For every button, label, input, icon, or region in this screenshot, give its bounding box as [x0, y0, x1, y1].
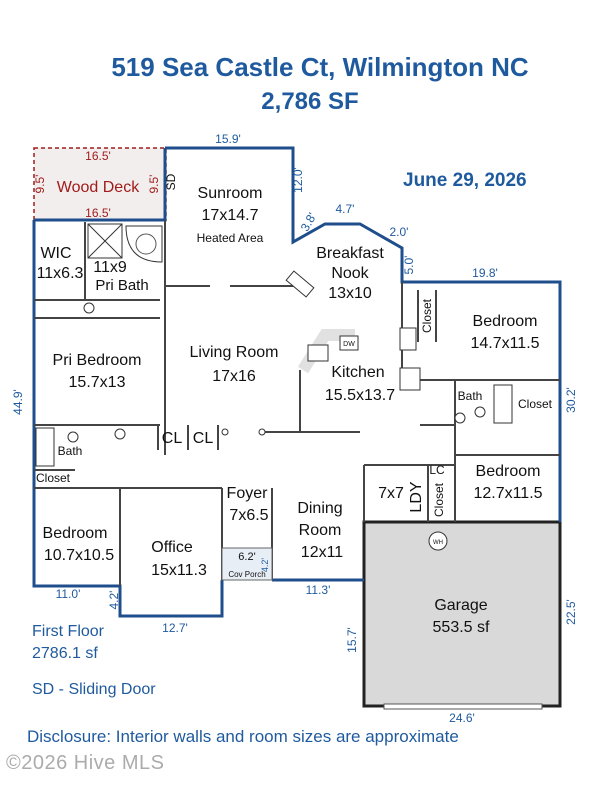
wood-deck-label: Wood Deck	[57, 179, 140, 196]
ldy-size: 7x7	[378, 485, 404, 502]
breakfast-label: Breakfast	[316, 245, 384, 262]
pri-bedroom-size: 15.7x13	[69, 374, 126, 391]
sunroom-label: Sunroom	[198, 185, 263, 202]
kitchen-label: Kitchen	[331, 364, 384, 381]
dim-15-9: 15.9'	[215, 132, 241, 146]
dim-4-7: 4.7'	[336, 202, 355, 216]
foyer-size: 7x6.5	[229, 507, 268, 524]
bedroom2-size: 12.7x11.5	[473, 485, 542, 502]
nook-size: 13x10	[328, 285, 372, 302]
dim-4-2a: 4.2'	[107, 591, 121, 610]
first-floor-area: 2786.1 sf	[32, 645, 98, 662]
sd-label: SD	[164, 173, 178, 190]
dishwasher	[339, 335, 359, 351]
pri-bath-size: 11x9	[93, 259, 127, 276]
dim-11-0: 11.0'	[56, 587, 81, 601]
kitchen-size: 15.5x13.7	[325, 387, 395, 404]
sunroom-size: 17x14.7	[202, 207, 259, 224]
bedroom2-label: Bedroom	[476, 463, 541, 480]
wic-label: WIC	[40, 245, 71, 262]
cov-porch-label: Cov Porch	[228, 570, 265, 579]
living-size: 17x16	[212, 368, 256, 385]
fridge	[399, 327, 417, 351]
living-label: Living Room	[190, 344, 279, 361]
corner-tub	[125, 225, 163, 263]
tub-bath	[35, 427, 55, 467]
ldy-label: LDY	[408, 481, 425, 512]
first-floor-label: First Floor	[32, 623, 104, 640]
garage-size: 553.5 sf	[433, 619, 490, 636]
dim-11-3: 11.3'	[306, 583, 331, 597]
dim-9-5b: 9.5'	[147, 175, 161, 194]
dim-24-6: 24.6'	[449, 711, 475, 725]
dim-12-0: 12.0'	[291, 167, 305, 193]
sunroom-note: Heated Area	[197, 231, 264, 245]
water-heater	[428, 531, 448, 551]
dining-label: Dining	[297, 500, 342, 517]
wh-label: WH	[433, 540, 443, 546]
dim-4-2b: 4.2'	[260, 558, 270, 573]
bedroom3-label: Bedroom	[43, 525, 108, 542]
wic-size: 11x6.3	[37, 265, 84, 282]
dim-15-7: 15.7'	[345, 627, 359, 653]
nook-label: Nook	[331, 265, 369, 282]
nook-table	[285, 270, 315, 298]
bedroom1-label: Bedroom	[473, 313, 538, 330]
bedroom1-size: 14.7x11.5	[470, 335, 539, 352]
pri-bedroom-label: Pri Bedroom	[53, 352, 142, 369]
dim-5-0: 5.0'	[402, 256, 416, 275]
area-title: 2,786 SF	[261, 88, 359, 115]
bedroom3-size: 10.7x10.5	[44, 547, 114, 564]
cov-porch-size: 6.2'	[238, 551, 255, 563]
bath2-label: Bath	[458, 389, 483, 403]
dim-44-9: 44.9'	[11, 389, 25, 415]
dim-9-5a: 9.5'	[33, 175, 47, 194]
date-label: June 29, 2026	[403, 170, 527, 191]
cl2-label: CL	[193, 430, 214, 447]
office-size: 15x11.3	[151, 562, 207, 579]
sink	[307, 344, 329, 362]
disclosure-text: Disclosure: Interior walls and room size…	[27, 727, 459, 746]
cov-porch	[221, 547, 273, 581]
dining-size: 12x11	[301, 544, 344, 561]
dining-label-2: Room	[299, 522, 342, 539]
dim-19-8: 19.8'	[472, 266, 498, 280]
toilet-bath2	[474, 406, 486, 418]
toilet-pri	[83, 302, 95, 314]
dim-2-0: 2.0'	[390, 225, 409, 239]
pri-bath-label: Pri Bath	[95, 277, 148, 294]
office-label: Office	[151, 539, 193, 556]
cl1-label: CL	[162, 430, 183, 447]
closet1-label: Closet	[420, 298, 434, 333]
bath-label: Bath	[58, 444, 83, 458]
lc-label: LC	[429, 463, 445, 477]
toilet-bath	[67, 431, 79, 443]
address-title: 519 Sea Castle Ct, Wilmington NC	[111, 52, 529, 82]
dw-label: DW	[343, 341, 355, 348]
dim-22-5: 22.5'	[564, 599, 578, 625]
dim-16-5-top: 16.5'	[85, 149, 111, 163]
closet3-label: Closet	[36, 471, 71, 485]
closet4-label: Closet	[432, 482, 446, 517]
dim-16-5-bot: 16.5'	[85, 206, 111, 220]
closet2-label: Closet	[518, 397, 553, 411]
copyright-watermark: ©2026 Hive MLS	[6, 752, 165, 774]
foyer-label: Foyer	[227, 485, 269, 502]
garage-door	[383, 703, 543, 710]
range	[399, 367, 421, 391]
garage-label: Garage	[434, 597, 487, 614]
dim-12-7: 12.7'	[162, 621, 188, 635]
garage-floor	[362, 520, 562, 708]
sd-legend: SD - Sliding Door	[32, 681, 156, 698]
dim-30-2: 30.2'	[564, 387, 578, 413]
interior-walls	[34, 220, 560, 586]
tub-bath2	[493, 384, 513, 424]
